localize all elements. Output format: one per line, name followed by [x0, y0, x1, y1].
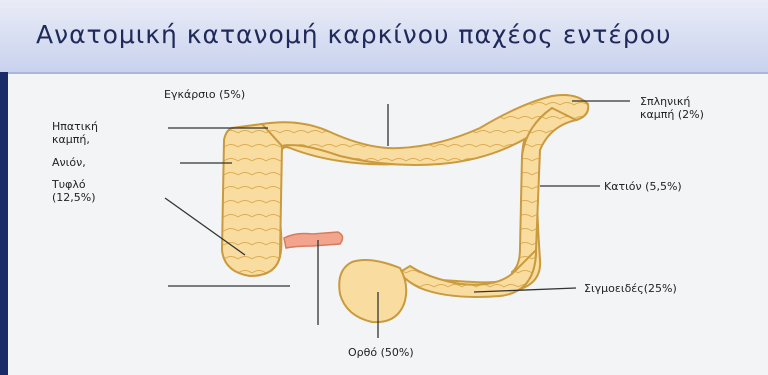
rectum: [339, 260, 406, 322]
label-splenic-2: καμπή (2%): [640, 108, 704, 121]
label-ascending: Ανιόν,: [52, 156, 86, 169]
label-sigmoid: Σιγμοειδές(25%): [584, 282, 677, 295]
label-hepatic-2: καμπή,: [52, 133, 90, 146]
ascending-colon: [222, 124, 282, 276]
label-cecum-1: Τυφλό: [52, 178, 86, 191]
label-rectum: Ορθό (50%): [348, 346, 414, 359]
label-transverse: Εγκάρσιο (5%): [164, 88, 245, 101]
label-descending: Κατιόν (5,5%): [604, 180, 682, 193]
label-hepatic-1: Ηπατική: [52, 120, 98, 133]
label-cecum-2: (12,5%): [52, 191, 96, 204]
label-splenic-1: Σπληνική: [640, 95, 690, 108]
appendix: [284, 232, 343, 248]
